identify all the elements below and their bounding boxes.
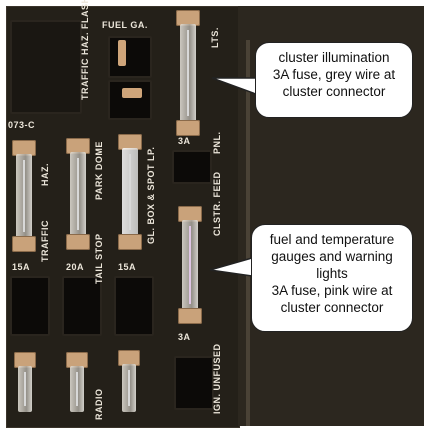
callout-top-line1: cluster illumination [278,50,390,65]
callout-bottom-line5: cluster connector [280,300,384,315]
amp-label-1: 15A [12,262,31,272]
callout-gauges-warning-lights: fuel and temperature gauges and warning … [251,224,413,332]
hazard-flasher-socket [108,80,152,120]
hazard-fuse [12,140,36,252]
bottom-fuse-3 [118,350,140,426]
gauges-warning-lights-fuse [178,206,202,324]
lower-socket-1 [10,276,50,336]
label-traffic: TRAFFIC [40,220,50,262]
park-dome-fuse [66,138,90,250]
amp-label-4: 3A [178,136,191,146]
fuel-ga-socket [108,36,152,78]
label-lts: LTS. [210,27,220,48]
callout-bottom-line2: gauges and warning [271,249,393,264]
amp-label-3: 15A [118,262,137,272]
label-part-number: 073-C [8,120,36,130]
upper-left-socket [10,20,82,114]
callout-bottom-line3: lights [316,266,348,281]
callout-cluster-illumination: cluster illumination 3A fuse, grey wire … [255,42,413,118]
label-park-dome: PARK DOME [94,141,104,200]
label-tail-stop: TAIL STOP [94,233,104,284]
glove-box-spot-lamp-fuse [118,134,142,250]
label-gl-box-spot: GL. BOX & SPOT LP. [146,146,156,244]
connector-clip [122,88,142,98]
radio-fuse [66,352,88,426]
amp-label-2: 20A [66,262,85,272]
bottom-fuse-1 [14,352,36,426]
lower-socket-2 [62,276,102,336]
label-fuel-ga: FUEL GA. [102,20,148,30]
callout-bottom-line4: 3A fuse, pink wire at [271,283,393,298]
label-haz: HAZ. [40,163,50,186]
callout-bottom-line1: fuel and temperature [269,232,395,247]
label-traffic-haz-flash: TRAFFIC HAZ. FLASH [80,0,90,100]
cluster-feed-socket [172,150,212,184]
label-ign-unfused: IGN. UNFUSED [212,343,222,414]
cluster-illumination-fuse [176,10,200,136]
label-radio: RADIO [94,388,104,421]
amp-label-5: 3A [178,332,191,342]
callout-top-line3: cluster connector [282,84,386,99]
callout-top-line2: 3A fuse, grey wire at [272,67,396,82]
panel-edge [246,40,250,426]
lower-socket-3 [114,276,154,336]
label-pnl: PNL. [212,131,222,154]
label-clstr-feed: CLSTR. FEED [212,171,222,236]
connector-clip [118,40,126,66]
lower-socket-4 [174,356,214,410]
